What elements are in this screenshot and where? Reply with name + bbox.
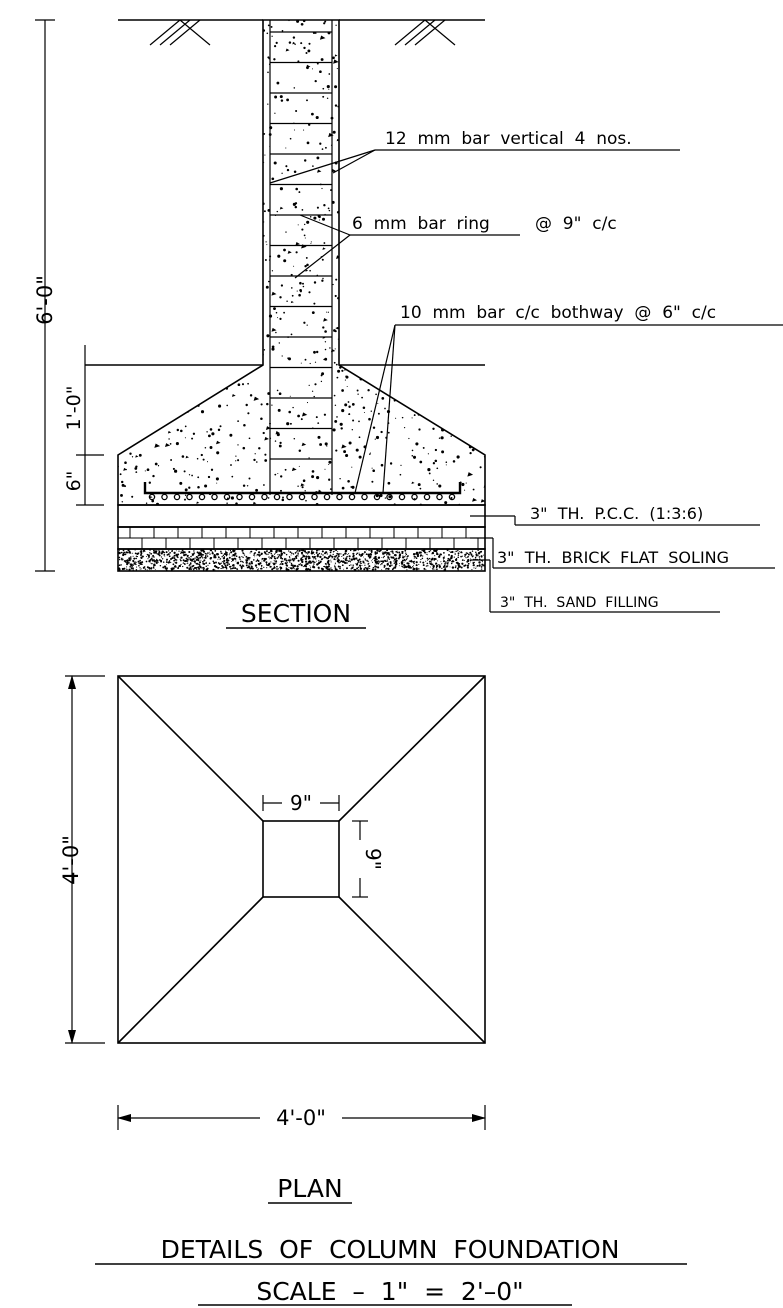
- plan-title: PLAN: [277, 1174, 342, 1203]
- leader-lines: [269, 149, 783, 613]
- earth-hatch-symbol-right: [394, 19, 456, 46]
- dim-plan-height-label: 4'-0": [59, 835, 83, 885]
- label-ring-bar: 6 mm bar ring: [352, 214, 490, 234]
- dim-total-height-label: 6'-0": [33, 275, 57, 325]
- pcc-layer: [117, 504, 486, 528]
- bottom-reinforcement-mesh: [143, 482, 462, 501]
- drawing-scale: SCALE – 1" = 2'–0": [256, 1277, 523, 1306]
- brick-soling-layer: [117, 526, 486, 550]
- dim-plan-height: 4'-0": [59, 675, 105, 1044]
- dim-base-label: 6": [63, 471, 85, 492]
- label-brick-soling: 3" TH. BRICK FLAT SOLING: [497, 548, 729, 567]
- dim-column-height: 9": [352, 820, 385, 898]
- earth-hatch-symbol-left: [149, 19, 211, 46]
- drawing-title: DETAILS OF COLUMN FOUNDATION: [161, 1235, 620, 1264]
- dim-footing: 1'-0" 6": [63, 345, 104, 506]
- sand-filling-layer: [117, 548, 486, 572]
- plan-diagonals: [117, 675, 486, 1044]
- section-view: 12 mm bar vertical 4 nos. 6 mm bar ring …: [33, 19, 783, 629]
- dim-column-width: 9": [262, 791, 340, 815]
- section-title: SECTION: [241, 599, 351, 628]
- dim-total-height: 6'-0": [33, 19, 57, 572]
- label-sand-filling: 3" TH. SAND FILLING: [500, 595, 659, 611]
- plan-view: 9" 9" 4'-0" 4'-0" PLAN: [59, 675, 486, 1204]
- dim-pedestal-label: 1'-0": [63, 386, 85, 431]
- dim-column-width-label: 9": [290, 791, 312, 815]
- plan-footing-outline: [117, 675, 486, 1044]
- dim-plan-width: 4'-0": [117, 1105, 486, 1130]
- plan-column-outline: [262, 820, 340, 898]
- dim-column-height-label: 9": [361, 848, 385, 870]
- footer: DETAILS OF COLUMN FOUNDATION SCALE – 1" …: [95, 1235, 687, 1306]
- label-ring-spacing: @ 9" c/c: [535, 214, 617, 234]
- label-pcc: 3" TH. P.C.C. (1:3:6): [530, 504, 703, 523]
- label-vertical-bar: 12 mm bar vertical 4 nos.: [385, 129, 632, 149]
- label-bothway-bar: 10 mm bar c/c bothway @ 6" c/c: [400, 303, 716, 323]
- dim-plan-width-label: 4'-0": [276, 1106, 326, 1130]
- concrete-column-and-footing: [117, 19, 486, 506]
